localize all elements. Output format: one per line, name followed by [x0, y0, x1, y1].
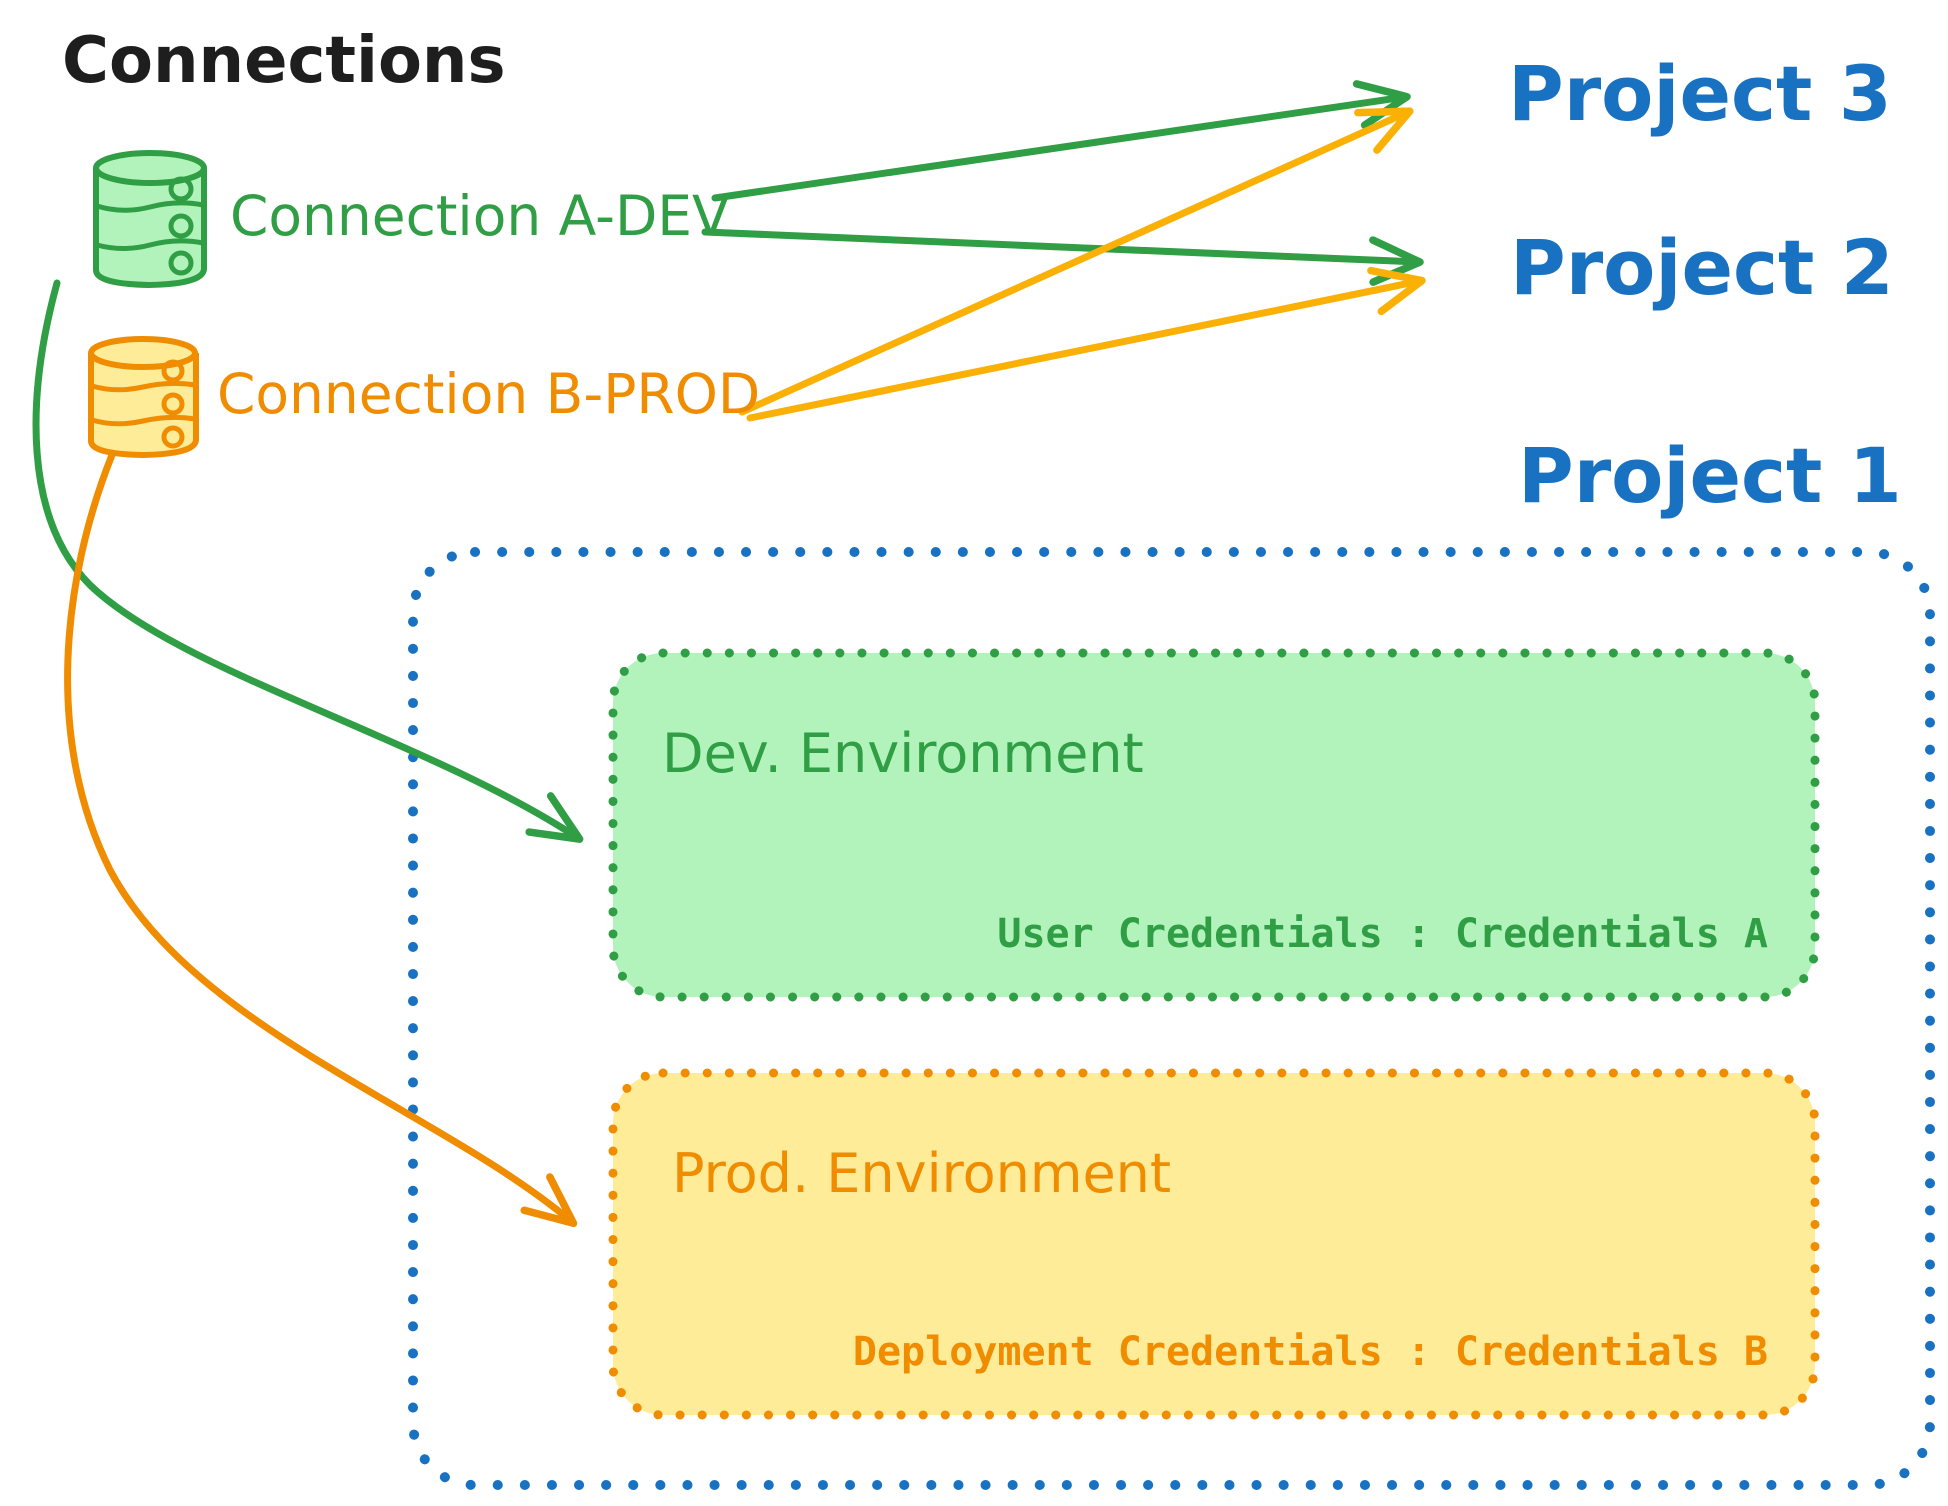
diagram-title: Connections: [62, 24, 506, 98]
dev-environment-box: Dev. Environment User Credentials : Cred…: [608, 648, 1820, 1002]
database-icon: [88, 336, 199, 458]
dev-environment-credentials: User Credentials : Credentials A: [997, 911, 1768, 957]
arrow-adev-to-project3: [711, 80, 1411, 202]
connection-a-dev: Connection A-DEV: [93, 150, 730, 288]
prod-environment-rect: [608, 1068, 1820, 1420]
project1-container-box: [408, 547, 1935, 1490]
arrow-adev-to-project2: [701, 228, 1424, 286]
prod-environment-title: Prod. Environment: [672, 1142, 1171, 1205]
project3-label: Project 3: [1508, 49, 1892, 138]
dev-environment-title: Dev. Environment: [662, 722, 1144, 785]
connection-b-prod-label: Connection B-PROD: [217, 362, 760, 426]
project1-label: Project 1: [1518, 431, 1902, 520]
prod-environment-box: Prod. Environment Deployment Credentials…: [608, 1068, 1820, 1420]
arrow-bprod-to-prod-environment: [64, 451, 578, 1228]
database-icon: [93, 150, 207, 288]
project2-label: Project 2: [1510, 223, 1894, 312]
arrow-adev-to-dev-environment: [32, 279, 584, 843]
prod-environment-credentials: Deployment Credentials : Credentials B: [853, 1329, 1768, 1375]
connection-b-prod: Connection B-PROD: [88, 336, 760, 458]
arrow-bprod-to-project2: [746, 266, 1426, 422]
dev-environment-rect: [608, 648, 1820, 1002]
connection-a-dev-label: Connection A-DEV: [230, 184, 730, 248]
arrow-bprod-to-project3: [738, 107, 1414, 416]
